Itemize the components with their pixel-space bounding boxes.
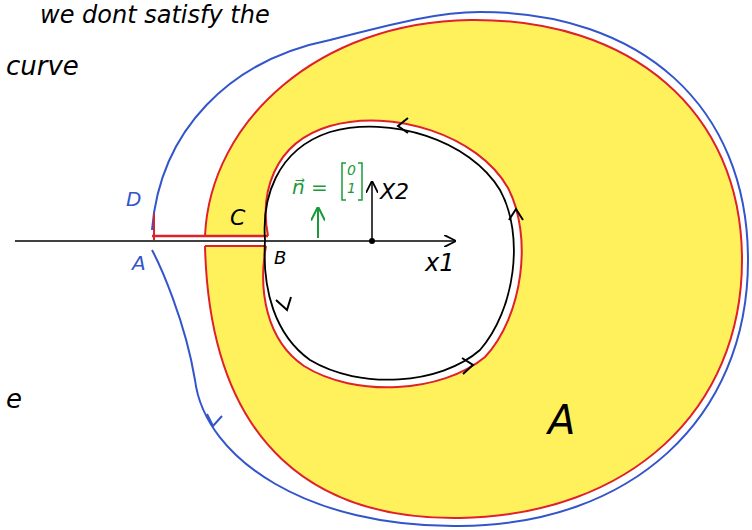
red-contour: [263, 120, 522, 387]
direction-arrow: [276, 297, 291, 310]
x2-axis: [371, 182, 373, 241]
matrix-entry: 1: [347, 181, 356, 196]
slit-edge: [152, 235, 268, 238]
note-text: we dont satisfy the: [40, 2, 270, 28]
matrix-bracket: [358, 163, 362, 200]
slit-edge: [205, 245, 266, 247]
vector-label: n⃗ =: [292, 176, 328, 198]
point-label: D: [126, 188, 141, 210]
note-text: e: [6, 385, 22, 414]
axis-label: x1: [425, 250, 454, 276]
matrix-bracket: [342, 163, 346, 200]
shaded-region: [205, 20, 742, 518]
black-contour: [265, 127, 514, 380]
point-label: C: [230, 206, 245, 230]
slit-edge: [153, 214, 155, 240]
note-text: curve: [6, 52, 79, 81]
point-label: A: [132, 252, 146, 274]
x1-axis: [15, 240, 455, 242]
normal-vector: [317, 208, 319, 238]
blue-contour: [152, 12, 748, 526]
matrix-entry: 0: [347, 163, 356, 178]
direction-arrow: [398, 118, 408, 133]
direction-arrow: [207, 414, 222, 426]
direction-arrow: [509, 209, 523, 220]
point-label: B: [274, 248, 286, 268]
red-contour: [205, 20, 742, 518]
region-label: A: [548, 398, 575, 442]
axis-label: X2: [380, 180, 409, 204]
direction-arrow: [462, 358, 473, 374]
